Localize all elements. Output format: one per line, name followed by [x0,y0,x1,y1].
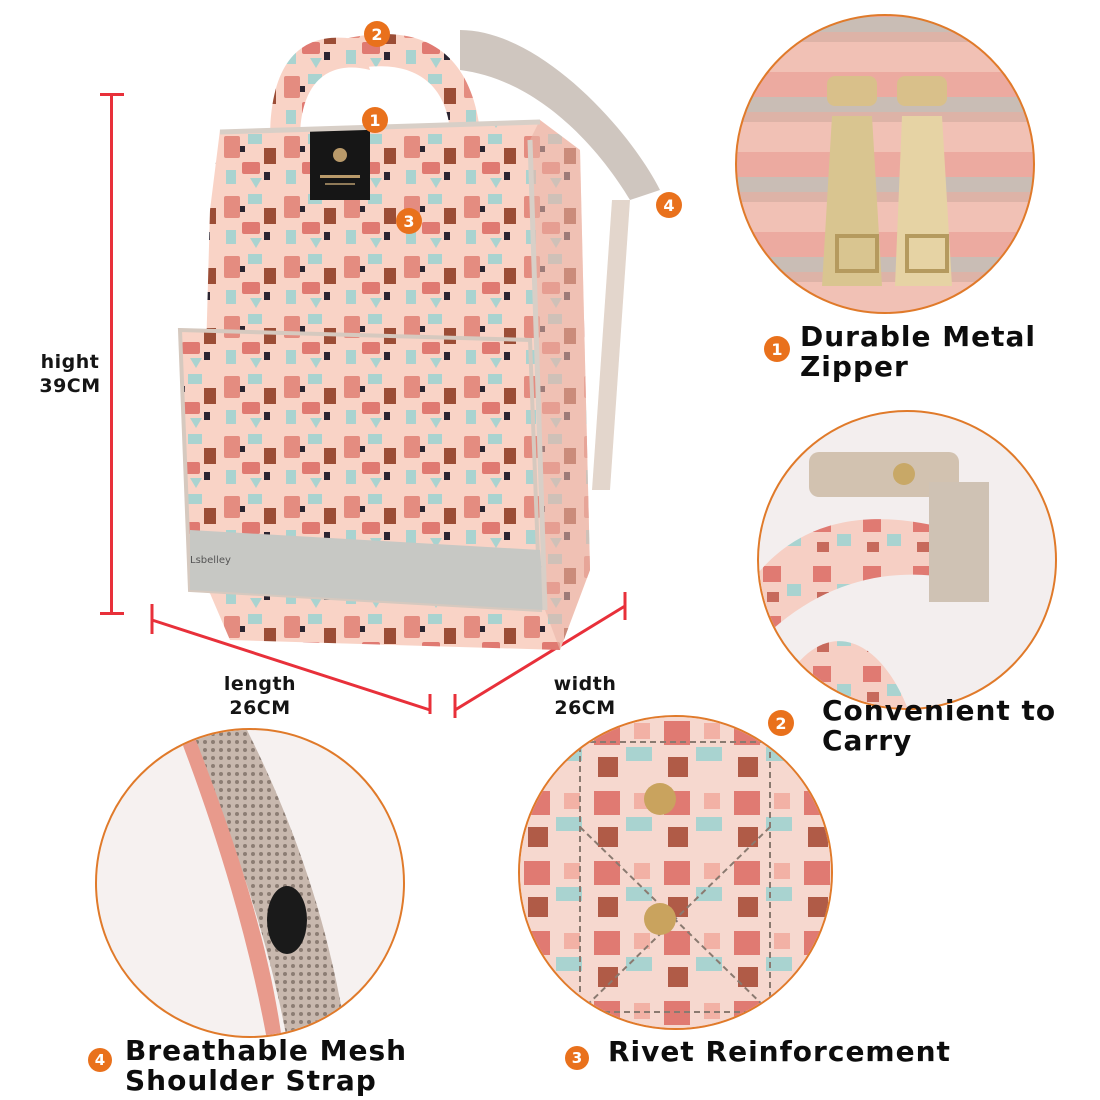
feature-3-badge: 3 [565,1046,589,1070]
feature-4-title: Breathable Mesh Shoulder Strap [125,1036,407,1096]
height-label: hight 39CM [30,350,110,398]
mesh-strap-icon [177,730,347,1036]
height-value: 39CM [39,375,101,397]
height-dimension-cap-top [100,93,124,96]
brand-label-on-bag: Lsbelley [190,555,231,566]
badge-3: 3 [396,208,422,234]
feature-1-line1: Durable Metal [800,320,1036,353]
feature-3-line1: Rivet Reinforcement [608,1035,951,1068]
feature-2-line1: Convenient to [822,694,1057,727]
detail-circle-handle [757,410,1057,710]
feature-1-badge: 1 [764,336,790,362]
feature-1-line2: Zipper [800,350,909,383]
width-value: 26CM [554,697,616,719]
badge-2: 2 [364,21,390,47]
feature-4-badge: 4 [88,1048,112,1072]
backpack-image [177,30,660,650]
feature-3-title: Rivet Reinforcement [608,1037,951,1067]
length-label-text: length [223,673,297,695]
badge-4: 4 [656,192,682,218]
detail-circle-zipper [735,14,1035,314]
feature-2-line2: Carry [822,724,913,757]
base-dimension-lines [150,592,627,718]
height-dimension-cap-bottom [100,612,124,615]
zipper-pulls-icon [822,76,952,286]
badge-1: 1 [362,107,388,133]
detail-circle-mesh-strap [95,728,405,1038]
length-label: length 26CM [210,672,310,720]
feature-2-title: Convenient to Carry [822,696,1056,756]
feature-4-line2: Shoulder Strap [125,1064,377,1097]
handle-snap-icon [759,452,989,708]
feature-2-badge: 2 [768,710,794,736]
width-label-text: width [553,673,617,695]
detail-circle-rivets [518,715,833,1030]
height-label-text: hight [40,351,100,373]
feature-4-line1: Breathable Mesh [125,1034,408,1067]
width-label: width 26CM [535,672,635,720]
height-dimension-line [110,94,113,614]
feature-1-title: Durable Metal Zipper [800,322,1036,382]
length-value: 26CM [229,697,291,719]
rivet-icon [520,717,831,1028]
